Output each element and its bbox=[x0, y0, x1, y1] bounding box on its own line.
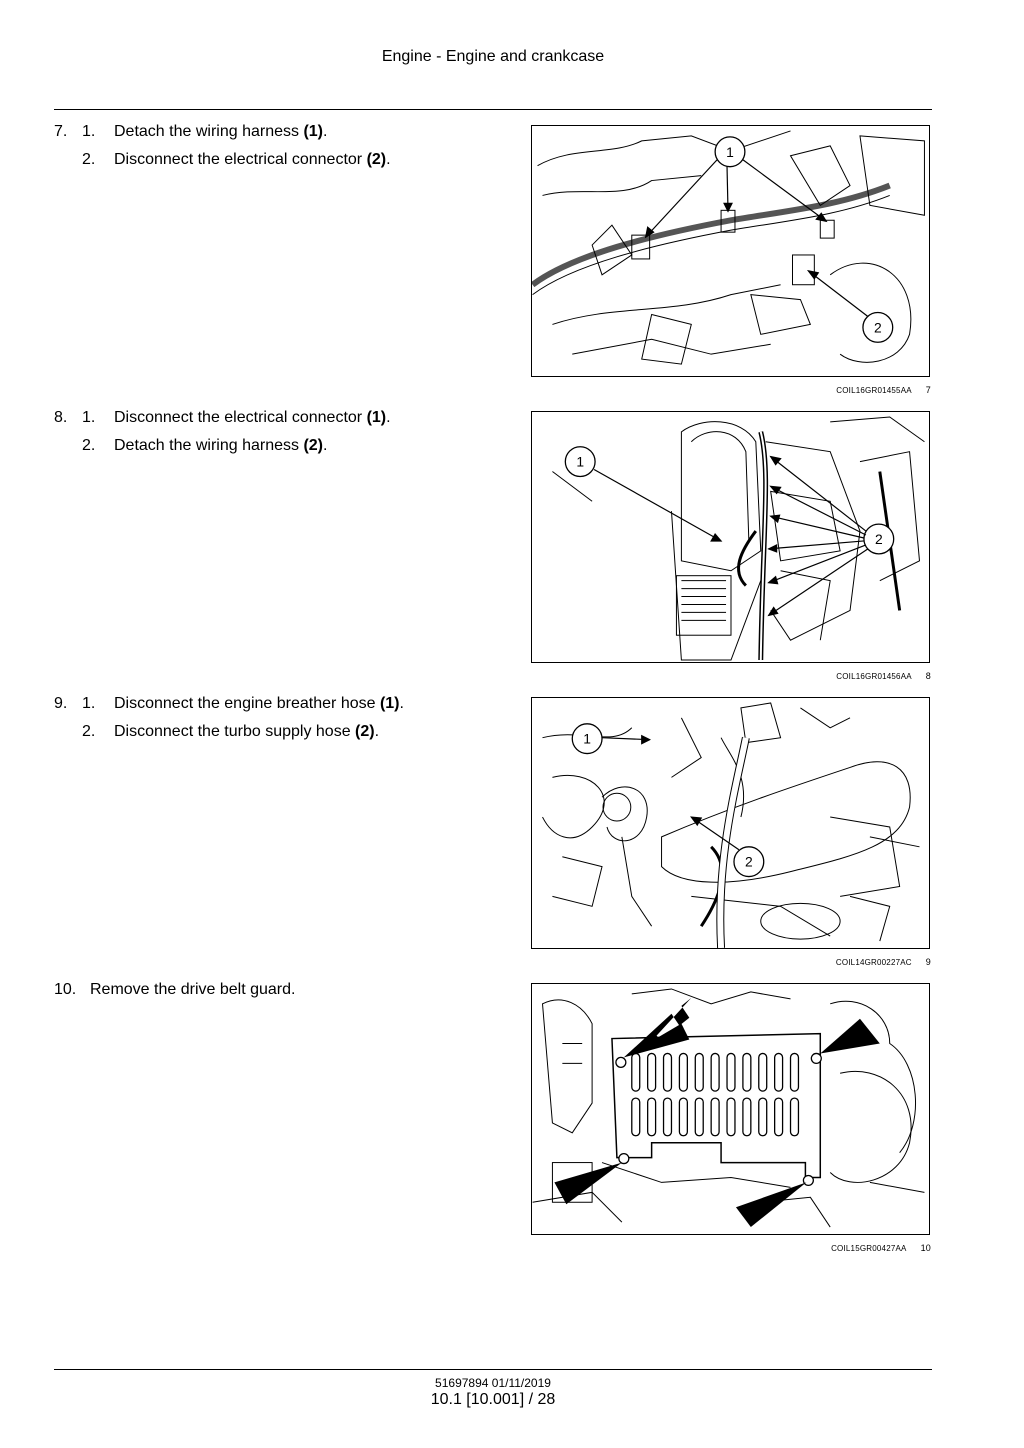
reference-label: (1) bbox=[303, 123, 323, 140]
step-8-item-2: 2. Detach the wiring harness (2). bbox=[54, 432, 514, 460]
page-header-title: Engine - Engine and crankcase bbox=[381, 48, 605, 65]
figure-code: COIL16GR01456AA bbox=[836, 672, 912, 681]
callout-2: 2 bbox=[745, 854, 753, 870]
electrical-connector-illustration: 1 2 bbox=[552, 416, 925, 661]
step-number: 7. bbox=[54, 123, 68, 140]
step-8-item-1: 8. 1. Disconnect the electrical connecto… bbox=[54, 404, 514, 432]
step-7-item-1: 7. 1. Detach the wiring harness (1). bbox=[54, 118, 514, 146]
step-9: 9. 1. Disconnect the engine breather hos… bbox=[54, 690, 514, 746]
reference-label: (2) bbox=[366, 151, 387, 168]
footer-document-id: 51697894 01/11/2019 bbox=[435, 1376, 551, 1390]
callout-2: 2 bbox=[874, 319, 882, 335]
figure-code: COIL15GR00427AA bbox=[831, 1244, 907, 1253]
figure-10-caption: COIL15GR00427AA 10 bbox=[531, 1243, 931, 1253]
step-7: 7. 1. Detach the wiring harness (1). 2. … bbox=[54, 118, 514, 174]
sub-step-index: 1. bbox=[82, 695, 96, 712]
sub-step-index: 2. bbox=[82, 151, 96, 168]
step-9-item-1: 9. 1. Disconnect the engine breather hos… bbox=[54, 690, 514, 718]
reference-label: (1) bbox=[379, 695, 400, 712]
figure-number: 10 bbox=[920, 1243, 931, 1253]
sub-step-index: 2. bbox=[82, 723, 96, 740]
figure-number: 9 bbox=[925, 957, 931, 967]
figure-number: 7 bbox=[925, 385, 931, 395]
header-rule bbox=[54, 109, 932, 110]
sub-step-index: 1. bbox=[82, 123, 96, 140]
callout-1: 1 bbox=[576, 454, 584, 470]
figure-8-caption: COIL16GR01456AA 8 bbox=[531, 671, 931, 681]
reference-label: (2) bbox=[355, 723, 375, 740]
step-10-item: 10. Remove the drive belt guard. bbox=[54, 976, 514, 1004]
sub-step-text: Disconnect the electrical connector (1). bbox=[114, 409, 391, 426]
step-number: 8. bbox=[54, 409, 68, 426]
figure-10-illustration bbox=[531, 983, 930, 1235]
reference-label: (2) bbox=[303, 437, 323, 454]
step-text: Remove the drive belt guard. bbox=[90, 981, 296, 998]
sub-step-text: Disconnect the turbo supply hose (2). bbox=[114, 723, 380, 740]
reference-label: (1) bbox=[366, 409, 387, 426]
drive-belt-guard-illustration bbox=[532, 988, 925, 1228]
step-10: 10. Remove the drive belt guard. bbox=[54, 976, 514, 1004]
sub-step-text: Detach the wiring harness (1). bbox=[114, 123, 328, 140]
figure-7-illustration: 1 2 bbox=[531, 125, 930, 377]
sub-step-text: Disconnect the engine breather hose (1). bbox=[114, 695, 404, 712]
step-number: 10. bbox=[54, 981, 77, 998]
callout-2: 2 bbox=[875, 531, 883, 547]
wiring-harness-illustration: 1 2 bbox=[532, 130, 925, 365]
step-number: 9. bbox=[54, 695, 68, 712]
callout-1: 1 bbox=[726, 144, 734, 160]
sub-step-text: Detach the wiring harness (2). bbox=[114, 437, 328, 454]
sub-step-index: 1. bbox=[82, 409, 96, 426]
figure-code: COIL16GR01455AA bbox=[836, 386, 912, 395]
figure-number: 8 bbox=[925, 671, 931, 681]
figure-8-illustration: 1 2 bbox=[531, 411, 930, 663]
breather-hose-illustration: 1 2 bbox=[542, 702, 920, 948]
figure-9-illustration: 1 2 bbox=[531, 697, 930, 949]
step-7-item-2: 2. Disconnect the electrical connector (… bbox=[54, 146, 514, 174]
step-9-item-2: 2. Disconnect the turbo supply hose (2). bbox=[54, 718, 514, 746]
step-8: 8. 1. Disconnect the electrical connecto… bbox=[54, 404, 514, 460]
figure-9-caption: COIL14GR00227AC 9 bbox=[531, 957, 931, 967]
figure-code: COIL14GR00227AC bbox=[835, 958, 912, 967]
footer-page-number: 10.1 [10.001] / 28 bbox=[430, 1391, 556, 1408]
figure-7-caption: COIL16GR01455AA 7 bbox=[531, 385, 931, 395]
sub-step-text: Disconnect the electrical connector (2). bbox=[114, 151, 391, 168]
callout-1: 1 bbox=[583, 731, 591, 747]
footer-rule bbox=[54, 1369, 932, 1370]
sub-step-index: 2. bbox=[82, 437, 96, 454]
